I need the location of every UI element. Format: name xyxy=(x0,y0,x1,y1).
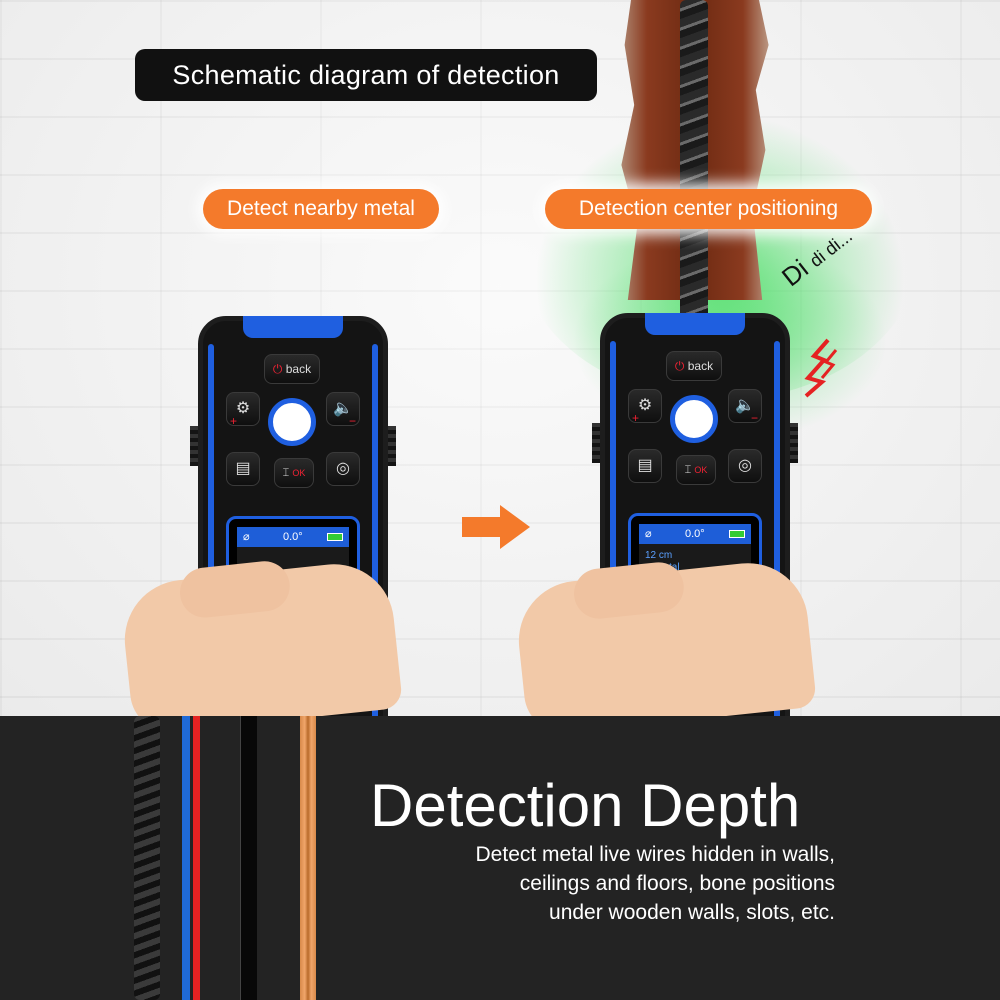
power-icon: ⏻ xyxy=(272,362,283,376)
wood-mode-button[interactable]: ▤ xyxy=(226,452,260,486)
wood-icon: ▤ xyxy=(235,460,251,477)
label-detect-nearby-metal: Detect nearby metal xyxy=(203,189,439,229)
gear-icon: ⚙ xyxy=(235,400,251,417)
lightning-icon xyxy=(804,338,838,398)
ok-button[interactable]: ⌶ OK xyxy=(676,455,716,485)
settings-button[interactable]: ⚙+ xyxy=(628,389,662,424)
angle-readout: 0.0° xyxy=(283,531,303,543)
beam-icon: ⌶ xyxy=(684,464,692,476)
red-wire xyxy=(193,716,200,1000)
battery-icon xyxy=(327,533,343,541)
back-button[interactable]: ⏻ back xyxy=(264,354,320,384)
ok-button[interactable]: ⌶ OK xyxy=(274,458,314,488)
black-pipe xyxy=(240,716,257,1000)
hand-right xyxy=(512,557,818,737)
mic-icon: ⌀ xyxy=(645,528,652,540)
center-dial[interactable] xyxy=(268,398,316,446)
detection-depth-heading: Detection Depth xyxy=(370,772,801,839)
battery-icon xyxy=(729,530,745,538)
settings-button[interactable]: ⚙+ xyxy=(226,392,260,427)
metal-mode-button[interactable]: ◎ xyxy=(326,452,360,486)
back-button[interactable]: ⏻ back xyxy=(666,351,722,381)
volume-button[interactable]: 🔈− xyxy=(728,389,762,424)
blue-wire xyxy=(182,716,190,1000)
bottom-panel xyxy=(0,716,1000,1000)
detection-description: Detect metal live wires hidden in walls,… xyxy=(475,843,835,924)
diagram-title: Schematic diagram of detection xyxy=(135,49,597,101)
speaker-icon: 🔈 xyxy=(333,400,353,417)
label-detection-center: Detection center positioning xyxy=(545,189,872,229)
wood-mode-button[interactable]: ▤ xyxy=(628,449,662,483)
arrow-right-icon xyxy=(462,505,530,549)
power-icon: ⏻ xyxy=(674,359,685,373)
angle-readout: 0.0° xyxy=(685,528,705,540)
center-dial[interactable] xyxy=(670,395,718,443)
rebar-illustration xyxy=(134,716,160,1000)
metal-mode-button[interactable]: ◎ xyxy=(728,449,762,483)
mic-icon: ⌀ xyxy=(243,531,250,543)
beam-icon: ⌶ xyxy=(282,467,290,479)
speaker-icon: 🔈 xyxy=(735,397,755,414)
magnet-icon: ◎ xyxy=(336,460,350,477)
hand-left xyxy=(118,558,404,736)
magnet-icon: ◎ xyxy=(738,457,752,474)
gear-icon: ⚙ xyxy=(637,397,653,414)
volume-button[interactable]: 🔈− xyxy=(326,392,360,427)
copper-pipe xyxy=(300,716,316,1000)
rebar-in-wall xyxy=(680,0,708,330)
depth-readout: 12 cm xyxy=(645,550,673,561)
wood-icon: ▤ xyxy=(637,457,653,474)
